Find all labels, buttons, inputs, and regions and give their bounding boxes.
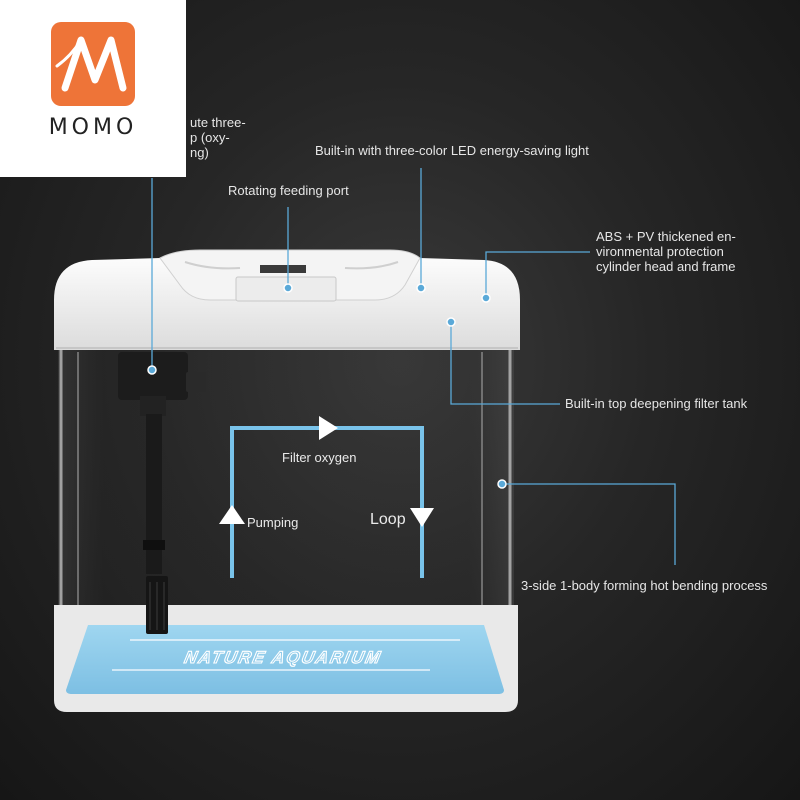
callout-lines: [151, 168, 676, 565]
tank-base-plate: [66, 625, 504, 694]
flow-arrow-down: [410, 508, 434, 527]
lid-top-panel: [159, 249, 421, 301]
flow-arrow-right: [319, 416, 338, 440]
brand-logo: MOMO: [0, 0, 186, 177]
label-abs-frame: ABS + PV thickened en- vironmental prote…: [596, 229, 736, 274]
label-hot-bending: 3-side 1-body forming hot bending proces…: [521, 578, 768, 593]
callout-dots: [147, 283, 507, 489]
label-led-light: Built-in with three-color LED energy-sav…: [315, 143, 589, 158]
lid-vent: [184, 261, 241, 270]
brand-name: MOMO: [48, 115, 138, 140]
label-loop: Loop: [370, 511, 406, 528]
base-brand-text: NATURE AQUARIUM: [183, 647, 384, 667]
lid-vent: [344, 261, 399, 270]
flow-loop: [219, 416, 434, 578]
base-stripes: [112, 639, 460, 671]
label-pump: ute three- p (oxy- ng): [190, 115, 246, 160]
logo-mark-icon: [51, 22, 135, 106]
label-filter-oxygen: Filter oxygen: [282, 450, 357, 465]
label-pumping: Pumping: [247, 515, 299, 530]
label-feeding-port: Rotating feeding port: [228, 183, 349, 198]
flow-arrow-up: [219, 505, 245, 524]
water-pump: [118, 352, 206, 634]
lid-display: [260, 265, 306, 273]
label-filter-tank: Built-in top deepening filter tank: [565, 396, 748, 411]
